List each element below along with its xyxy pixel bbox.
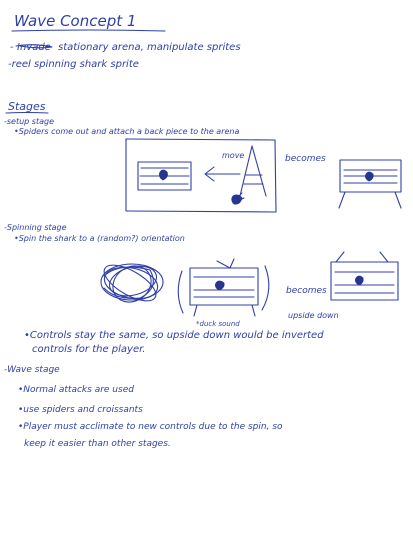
spin-scribble-sketch	[100, 263, 164, 303]
result-arena-sketch	[338, 159, 402, 209]
strike-scribble	[15, 44, 53, 49]
title-underline	[11, 29, 166, 32]
move-label: move	[222, 151, 244, 160]
wave-bullet-2: •use spiders and croissants	[18, 405, 143, 415]
spinning-becomes: becomes	[286, 286, 327, 296]
wave-bullet-1: •Normal attacks are used	[18, 385, 134, 395]
intro-line-2: -reel spinning shark sprite	[8, 59, 139, 70]
setup-arena-sketch	[125, 138, 277, 213]
rotating-arena-sketch	[177, 258, 270, 317]
upside-down-label: upside down	[288, 311, 339, 320]
controls-note-line-1: •Controls stay the same, so upside down …	[24, 330, 324, 341]
setup-becomes: becomes	[285, 154, 326, 164]
wave-stage-label: -Wave stage	[4, 365, 60, 375]
stages-heading: Stages	[8, 100, 46, 113]
spinning-stage-bullet: •Spin the shark to a (random?) orientati…	[14, 234, 185, 243]
controls-note-line-2: controls for the player.	[32, 344, 146, 355]
setup-stage-label: -setup stage	[4, 117, 54, 126]
duck-sound-annotation: *duck sound	[196, 320, 240, 328]
wave-bullet-3: •Player must acclimate to new controls d…	[18, 422, 283, 432]
intro-line-1: stationary arena, manipulate sprites	[58, 42, 241, 53]
setup-stage-bullet: •Spiders come out and attach a back piec…	[14, 127, 239, 136]
wave-bullet-3-continuation: keep it easier than other stages.	[24, 439, 171, 449]
intro-dash: -	[10, 42, 14, 53]
upside-down-arena-sketch	[330, 251, 399, 301]
page-title: Wave Concept 1	[14, 12, 136, 30]
stages-underline	[5, 111, 49, 114]
spinning-stage-label: -Spinning stage	[4, 223, 67, 232]
